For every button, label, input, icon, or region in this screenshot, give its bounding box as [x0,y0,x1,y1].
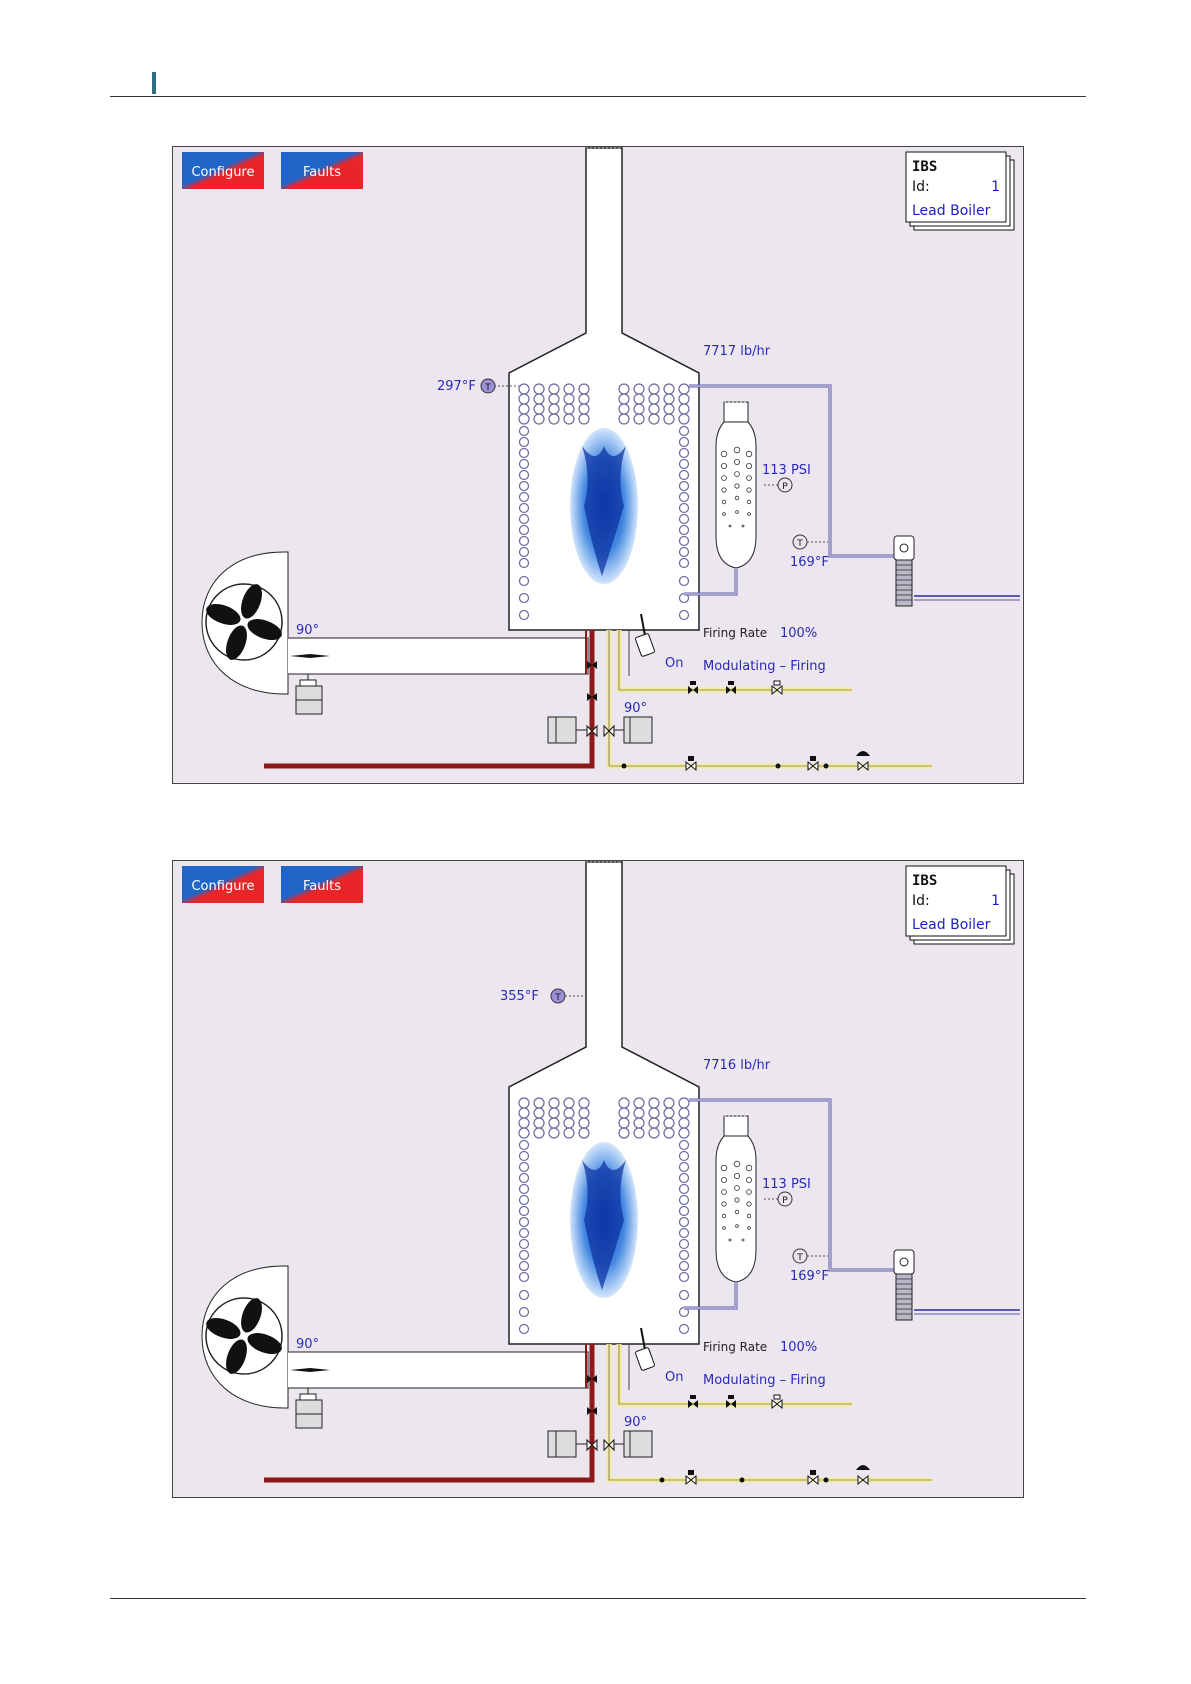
boiler-id-card[interactable]: IBS Id: 1 Lead Boiler [906,152,1014,230]
drum-pressure-reading: 113 PSI [762,1177,811,1192]
id-card-role: Lead Boiler [912,917,991,933]
id-card-title: IBS [912,873,937,889]
configure-button[interactable]: Configure [182,866,264,903]
boiler-id-card[interactable]: IBS Id: 1 Lead Boiler [906,866,1014,944]
burner-state: On [665,656,683,671]
steam-flow-reading: 7716 lb/hr [703,1058,771,1073]
water-temp-reading: 169°F [790,1269,829,1284]
burner-flame [570,1142,638,1298]
gas-valve-reading: 90° [624,1415,647,1430]
stack-temp-reading: 297°F [437,379,476,394]
stack-temp-sensor-icon: T [551,989,565,1003]
boiler-screen-2: Configure Faults IBS Id: 1 Lead Boiler 3… [172,860,1024,1498]
fan-damper-reading: 90° [296,1337,319,1352]
header-accent-bar [152,72,156,94]
id-card-title: IBS [912,159,937,175]
id-card-role: Lead Boiler [912,203,991,219]
svg-text:P: P [782,1196,788,1206]
burner-mode: Modulating – Firing [703,1373,826,1388]
configure-button[interactable]: Configure [182,152,264,189]
fan-damper-reading: 90° [296,623,319,638]
air-duct [288,638,588,674]
configure-button-label: Configure [191,879,254,894]
faults-button[interactable]: Faults [281,152,363,189]
burner-state: On [665,1370,683,1385]
firing-rate-value: 100% [780,626,817,641]
id-card-id-label: Id: [912,893,930,909]
id-card-id-label: Id: [912,179,930,195]
footer-rule [110,1598,1086,1599]
pressure-sensor-icon: P [778,1192,792,1206]
firing-rate-label: Firing Rate [703,1340,767,1354]
stack-temp-sensor-icon: T [481,379,495,393]
water-temp-sensor-icon: T [793,535,807,549]
drum-pressure-reading: 113 PSI [762,463,811,478]
svg-text:T: T [796,1253,803,1263]
air-duct [288,1352,588,1388]
burner-flame [570,428,638,584]
faults-button-label: Faults [303,165,341,180]
burner-mode: Modulating – Firing [703,659,826,674]
svg-text:T: T [554,993,561,1003]
faults-button[interactable]: Faults [281,866,363,903]
water-temp-sensor-icon: T [793,1249,807,1263]
stack-temp-reading: 355°F [500,989,539,1004]
steam-flow-reading: 7717 lb/hr [703,344,771,359]
id-card-id-value: 1 [991,893,1000,909]
svg-text:P: P [782,482,788,492]
faults-button-label: Faults [303,879,341,894]
gas-valve-reading: 90° [624,701,647,716]
svg-text:T: T [484,383,491,393]
boiler-screen-1: Configure Faults IBS Id: 1 Lead Boiler [172,146,1024,784]
firing-rate-value: 100% [780,1340,817,1355]
header-rule [110,96,1086,97]
svg-text:T: T [796,539,803,549]
water-temp-reading: 169°F [790,555,829,570]
firing-rate-label: Firing Rate [703,626,767,640]
pressure-sensor-icon: P [778,478,792,492]
configure-button-label: Configure [191,165,254,180]
id-card-id-value: 1 [991,179,1000,195]
